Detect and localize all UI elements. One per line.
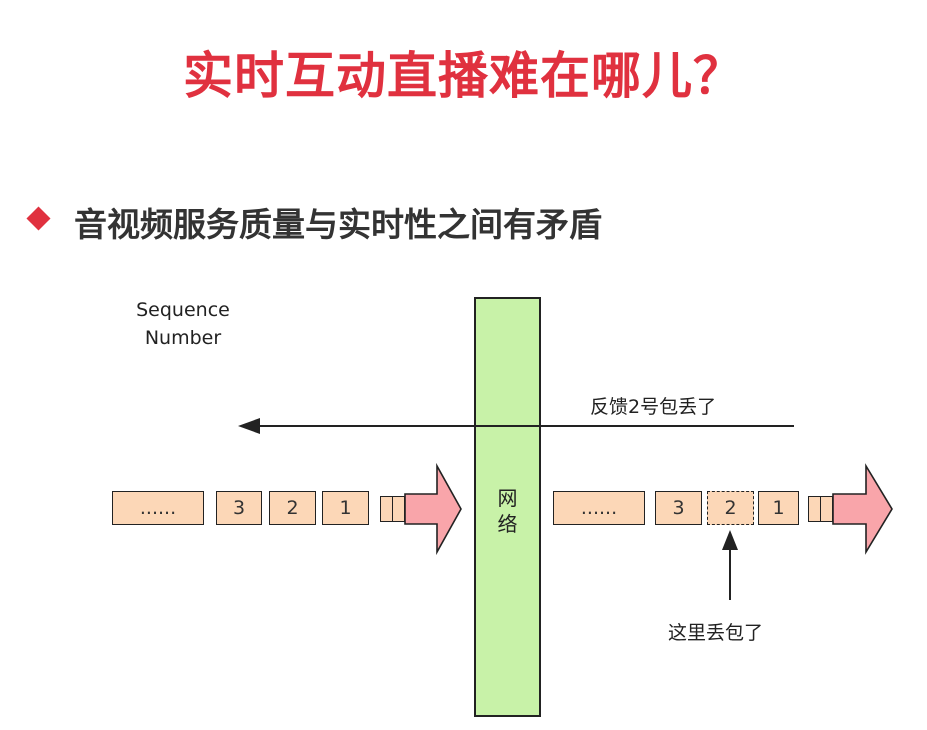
loss-pointer-arrowhead-icon <box>722 530 738 550</box>
network-label-line1: 网 <box>497 486 518 510</box>
sequence-label-line1: Sequence <box>136 299 230 321</box>
network-label-line2: 络 <box>497 512 518 536</box>
right-packet-1: 1 <box>758 491 799 525</box>
right-flow-arrow-icon <box>832 463 893 555</box>
left-packet-1: 1 <box>322 491 369 525</box>
bullet-text: 音视频服务质量与实时性之间有矛盾 <box>74 205 602 244</box>
sequence-label-line2: Number <box>144 327 222 349</box>
feedback-label: 反馈2号包丢了 <box>590 396 717 418</box>
network-label: 网 络 <box>476 485 539 537</box>
right-packet-2-lost: 2 <box>707 491 754 525</box>
packet-loss-label: 这里丢包了 <box>668 622 764 644</box>
left-packet-3: 3 <box>216 491 262 525</box>
feedback-arrowhead-icon <box>238 418 260 434</box>
sequence-number-label: Sequence Number <box>118 296 248 352</box>
left-packet-2: 2 <box>269 491 316 525</box>
right-packet-ellipsis: ...... <box>553 491 645 525</box>
left-flow-arrow-icon <box>404 462 462 556</box>
slide-title: 实时互动直播难在哪儿？ <box>183 47 744 105</box>
left-packet-ellipsis: ...... <box>112 491 204 525</box>
network-box: 网 络 <box>474 297 541 717</box>
right-packet-3: 3 <box>655 491 702 525</box>
